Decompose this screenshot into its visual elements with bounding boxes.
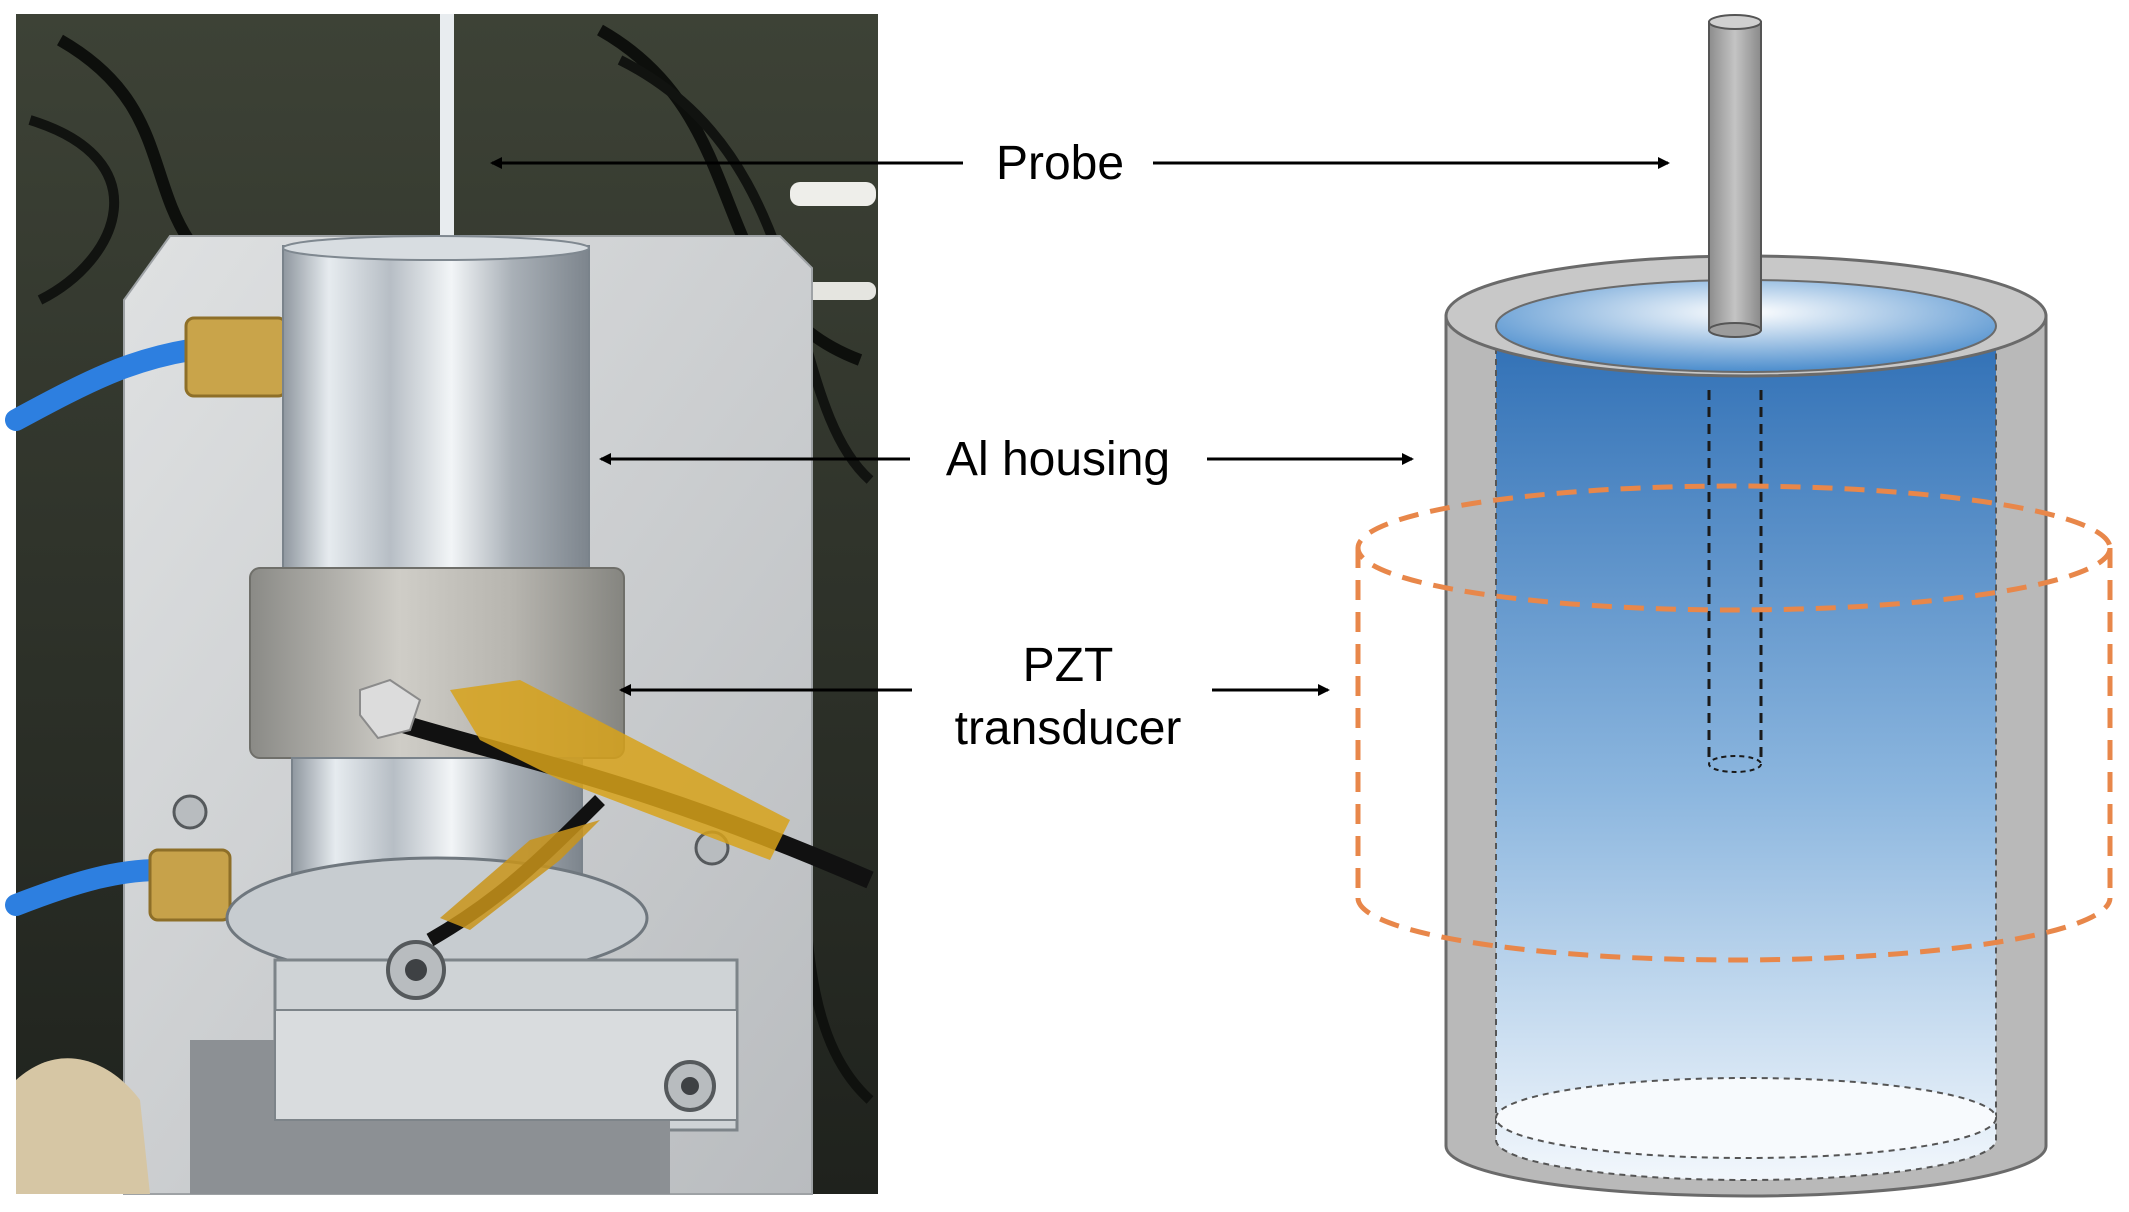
kapton-tape: [450, 680, 790, 860]
probe-rod-base: [1708, 322, 1762, 338]
al-housing-photo-rim: [282, 235, 590, 261]
cloth: [16, 1058, 150, 1194]
cable-tie: [790, 182, 876, 206]
solder-joint: [359, 678, 422, 740]
liquid-column: [1495, 325, 1997, 1181]
label-pzt-line1: PZT: [1023, 639, 1114, 692]
annotations: Probe Al housing PZT transducer: [490, 137, 1670, 755]
label-housing: Al housing: [946, 433, 1170, 486]
background-cable: [28, 115, 120, 305]
pzt-transducer-outline: [1355, 483, 2113, 963]
label-pzt-line2: transducer: [955, 702, 1182, 755]
probe-wire: [440, 14, 454, 254]
pzt-bottom-arc: [1355, 897, 2113, 963]
probe-rod-top: [1708, 14, 1762, 30]
bolt: [405, 959, 427, 981]
probe-rod: [1708, 21, 1762, 331]
bolt: [172, 794, 208, 830]
brass-fitting-lower: [148, 848, 232, 922]
ultrasonic-cell-photo: [5, 14, 878, 1195]
cable-tie: [800, 282, 876, 300]
housing-cylinder-schematic: [1355, 14, 2113, 1198]
blue-tube-lower: [5, 859, 171, 916]
clamp-foot: [274, 1009, 738, 1121]
label-probe: Probe: [996, 137, 1124, 190]
probe-tip: [1708, 755, 1762, 773]
liquid-bottom: [1495, 1077, 1997, 1159]
brass-fitting-upper: [184, 316, 288, 398]
al-housing-photo-upper: [282, 245, 590, 577]
bolt: [681, 1077, 699, 1095]
blue-tube-upper: [5, 339, 201, 431]
kapton-tape: [440, 820, 600, 930]
